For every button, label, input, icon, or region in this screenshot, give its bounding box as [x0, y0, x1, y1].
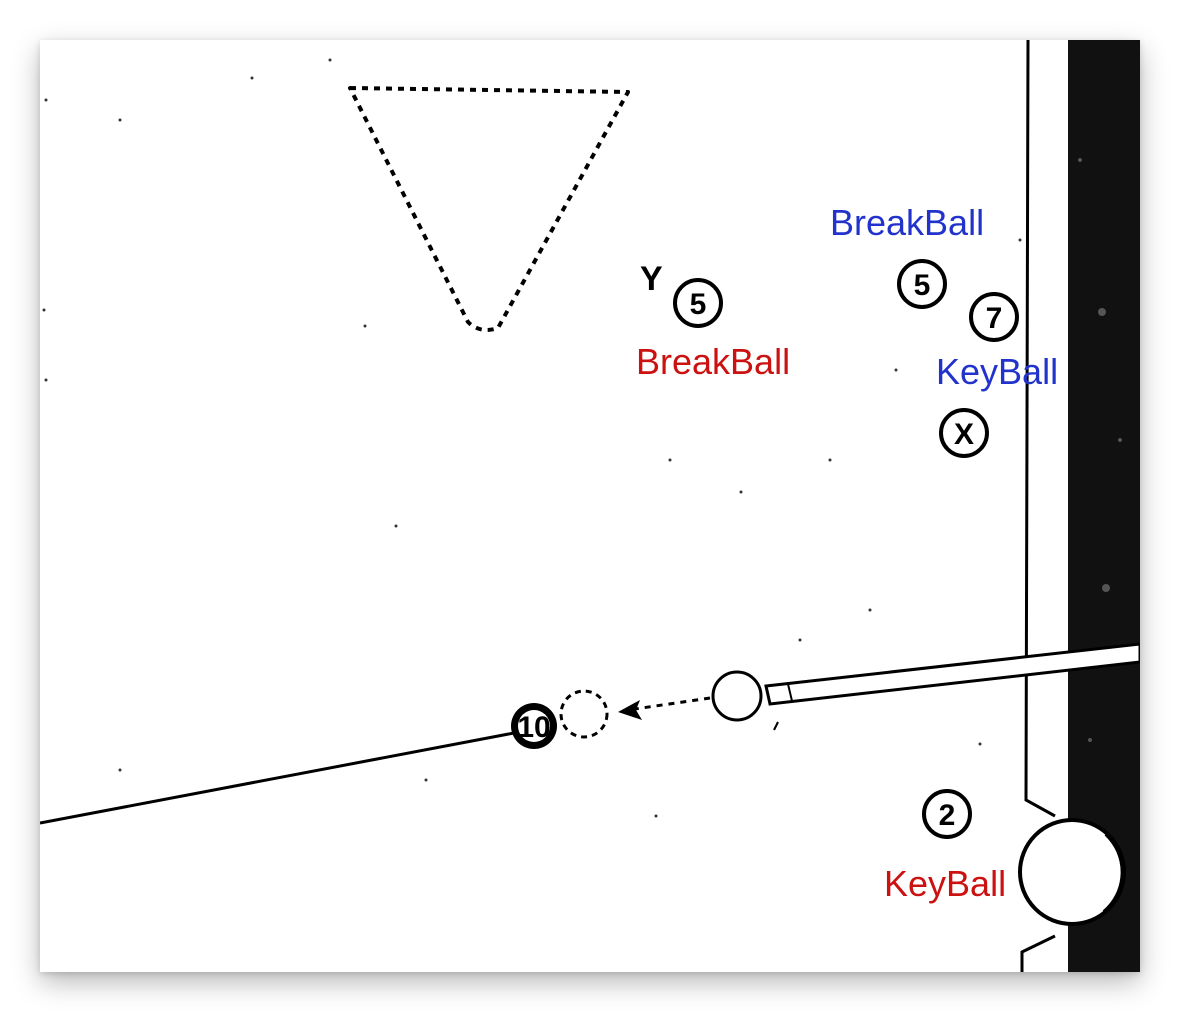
- pool-table-diagram: 10 Y 5 5: [40, 40, 1140, 972]
- ball-7-number: 7: [986, 302, 1003, 335]
- cue-ball: [711, 670, 763, 722]
- ball-2-number: 2: [939, 799, 956, 832]
- ball-5-left-number: 5: [690, 288, 707, 321]
- ball-10-number: 10: [517, 711, 550, 744]
- ten-ball-path: [40, 731, 515, 825]
- ball-x: X: [939, 408, 989, 458]
- ball-7: 7: [969, 292, 1019, 342]
- cushion-rail: [1068, 40, 1140, 972]
- ball-5-right: 5: [897, 259, 947, 309]
- keyball-label-blue: KeyBall: [936, 351, 1058, 392]
- y-marker: Y: [640, 260, 663, 298]
- breakball-label-blue: BreakBall: [830, 202, 984, 243]
- cue-stick: [764, 642, 1140, 731]
- table-rail-line: [1020, 40, 1056, 972]
- diagram-card: 10 Y 5 5: [40, 40, 1140, 972]
- keyball-label-red: KeyBall: [884, 863, 1006, 904]
- ball-10: 10: [511, 703, 557, 749]
- ball-2: 2: [922, 789, 972, 839]
- ball-5-left: 5: [673, 278, 723, 328]
- breakball-label-red: BreakBall: [636, 341, 790, 382]
- pocket-shadow: [1102, 832, 1125, 914]
- cue-path-arrow: [627, 696, 711, 712]
- arrow-head: [618, 700, 642, 720]
- ghost-ball: [559, 689, 609, 739]
- ball-x-letter: X: [954, 418, 974, 451]
- rack-triangle: [348, 86, 630, 332]
- ball-5-right-number: 5: [914, 269, 931, 302]
